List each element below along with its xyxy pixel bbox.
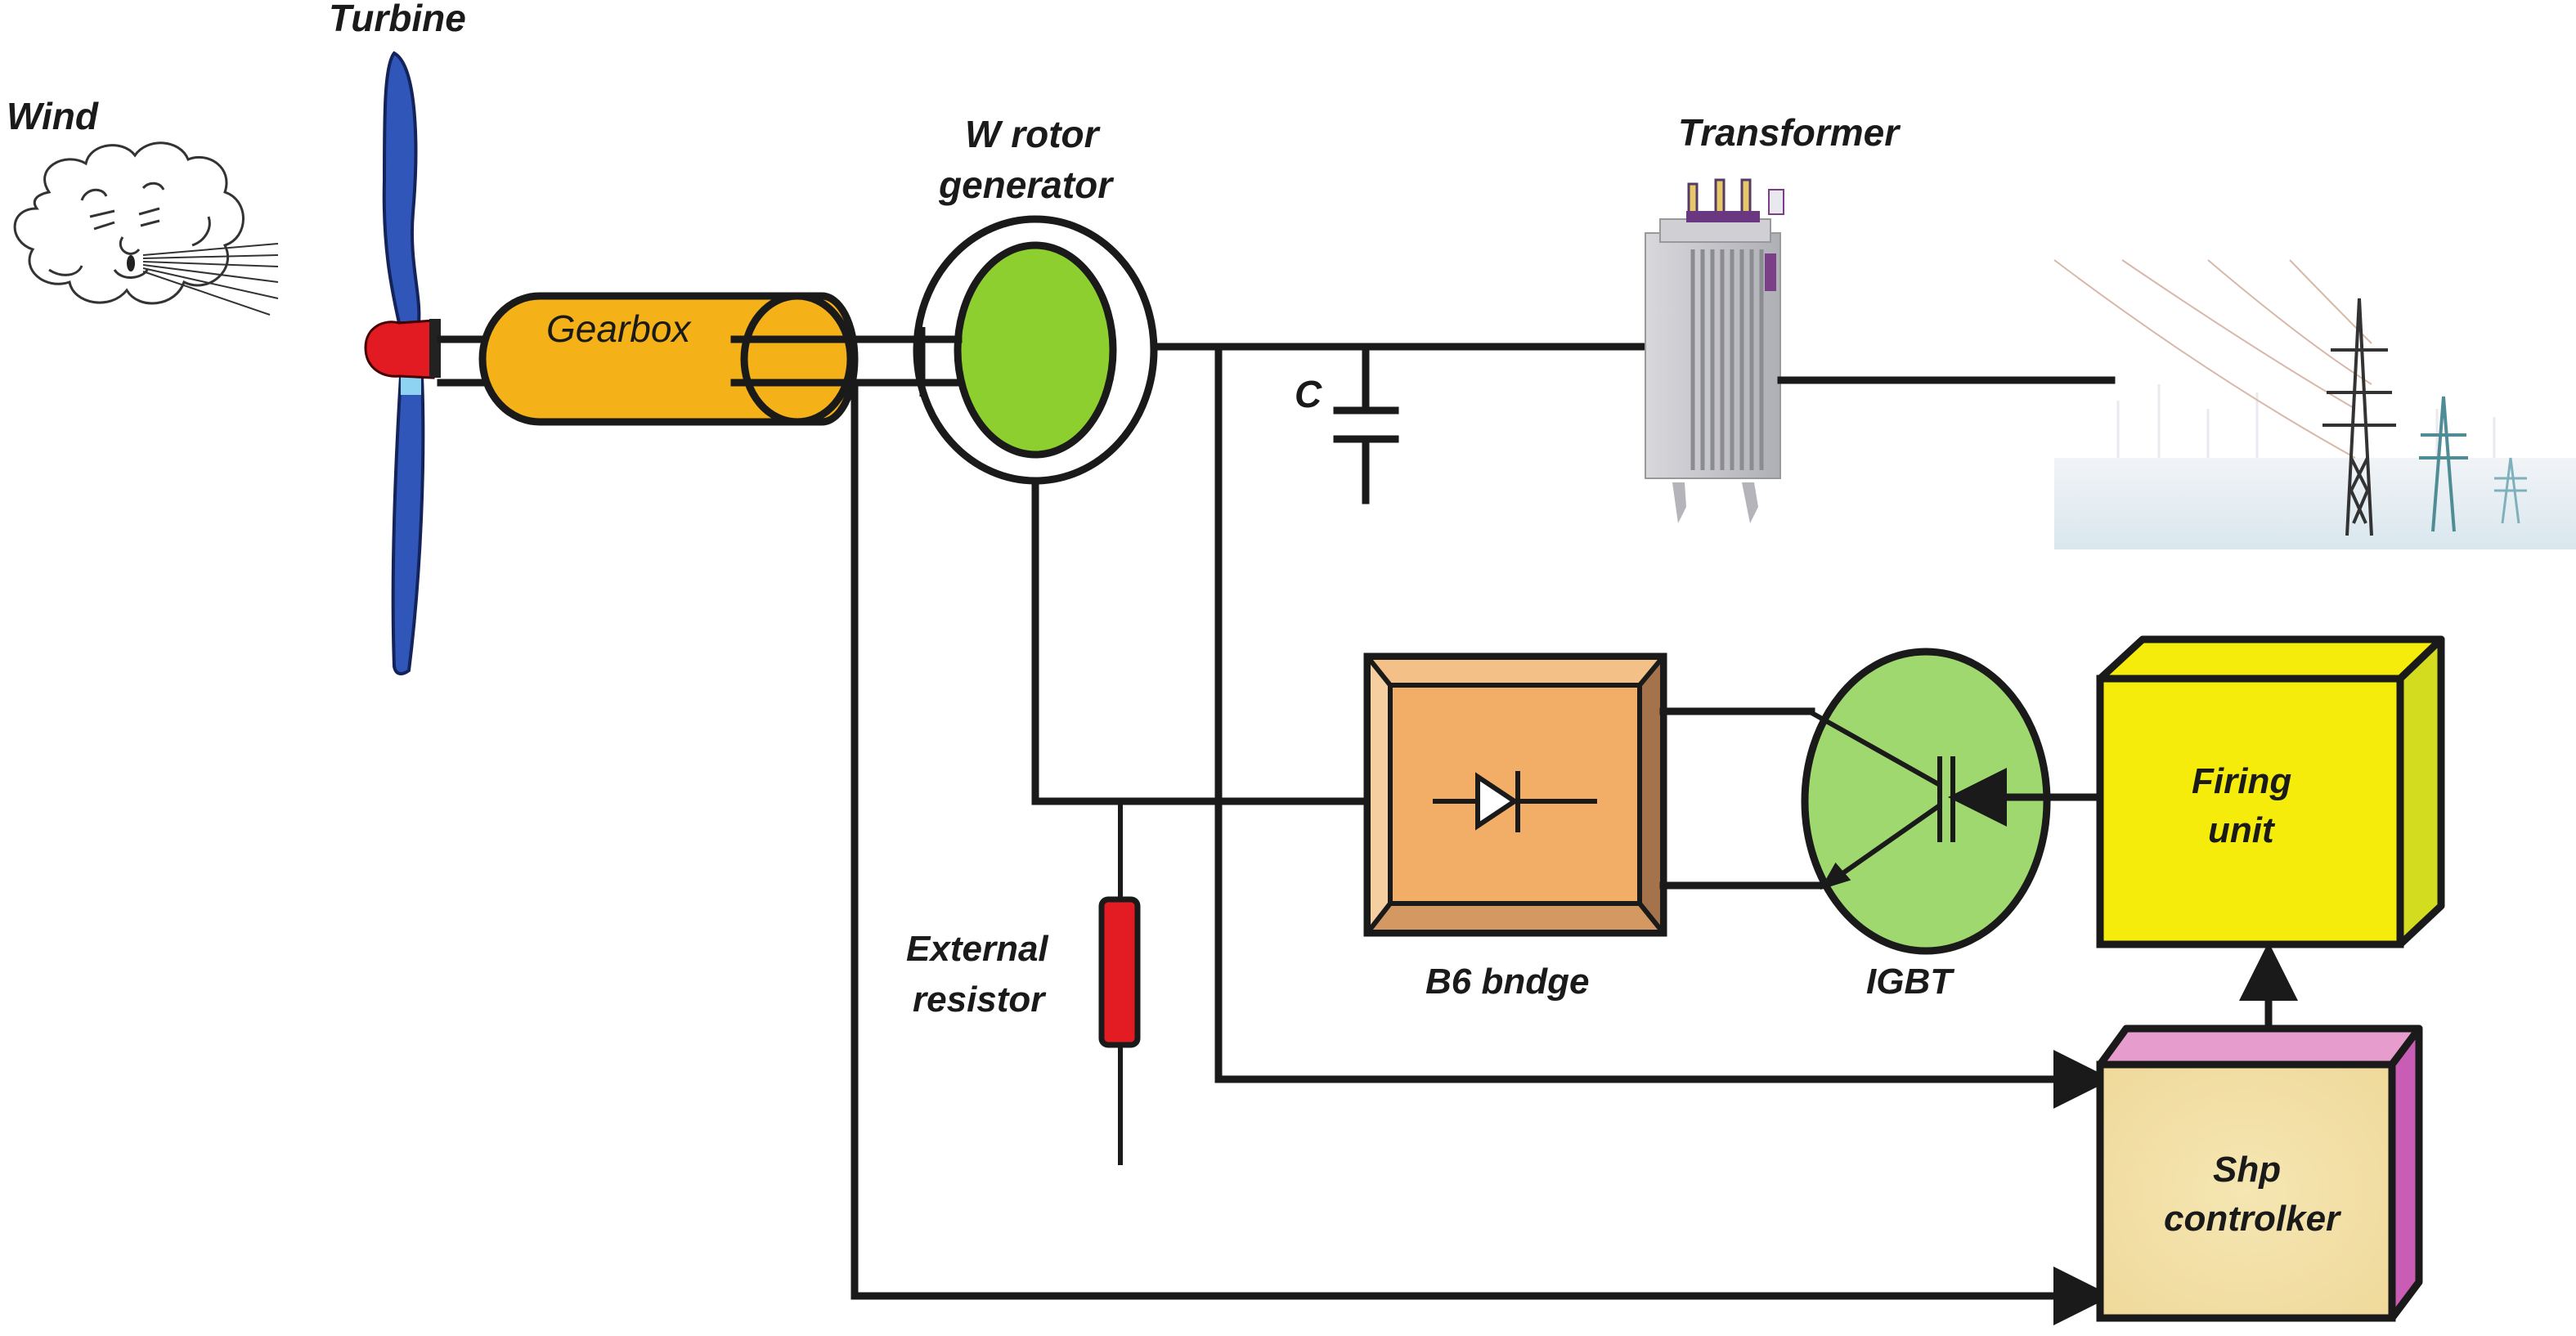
turbine-blade-bottom (391, 374, 425, 675)
capacitor-label: C (1295, 373, 1322, 415)
transmission-grid-icon (2053, 259, 2576, 549)
diode-icon (1433, 771, 1597, 832)
turbine-blade-top (382, 51, 421, 325)
w-rotor-generator (895, 215, 1158, 485)
wind-label: Wind (7, 95, 99, 137)
transformer-label: Transformer (1678, 111, 1901, 154)
turbine-label: Turbine (329, 0, 466, 39)
capacitor-icon (1333, 343, 1399, 504)
turbine-hub (364, 319, 435, 379)
controller-label-line2: controlker (2164, 1199, 2342, 1239)
shp-controller (2096, 1024, 2423, 1322)
igbt-label: IGBT (1866, 962, 1954, 1002)
transformer-icon (1645, 178, 1784, 523)
firing-unit-label-line2: unit (2208, 810, 2276, 850)
generator-label-line1: W rotor (965, 113, 1101, 155)
firing-unit-label-line1: Firing (2192, 761, 2291, 801)
external-resistor (1098, 801, 1141, 1165)
controller-label-line1: Shp (2213, 1150, 2281, 1190)
b6-bridge (1363, 652, 1667, 937)
external-resistor-label-line2: resistor (913, 980, 1047, 1020)
external-resistor-label-line1: External (906, 929, 1048, 969)
gearbox-label: Gearbox (546, 307, 692, 350)
turbine-propeller-icon (364, 51, 441, 675)
igbt (1801, 648, 2051, 955)
b6-bridge-label: B6 bndge (1425, 962, 1589, 1002)
firing-unit (2096, 635, 2445, 948)
wind-cloud-icon (13, 141, 279, 316)
generator-label-line2: generator (938, 164, 1114, 206)
gearbox: Gearbox (478, 292, 928, 426)
